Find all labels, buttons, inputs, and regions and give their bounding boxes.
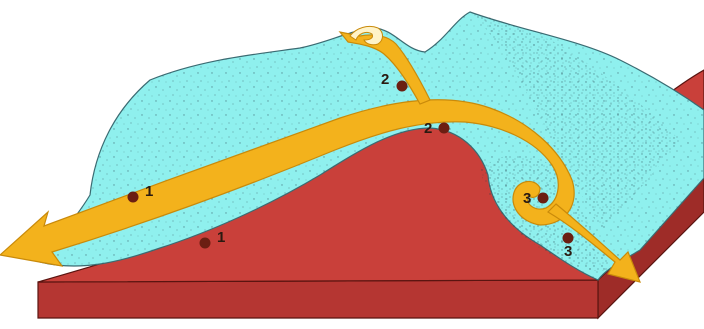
point-label: 3 bbox=[523, 190, 531, 207]
point-label: 3 bbox=[564, 243, 572, 260]
point-label: 2 bbox=[381, 71, 389, 88]
point-label: 1 bbox=[217, 229, 225, 246]
rock-front-face bbox=[38, 280, 598, 318]
point-label: 2 bbox=[424, 120, 432, 137]
point-label: 1 bbox=[145, 183, 153, 200]
point-3-lower: 3 bbox=[563, 233, 574, 261]
